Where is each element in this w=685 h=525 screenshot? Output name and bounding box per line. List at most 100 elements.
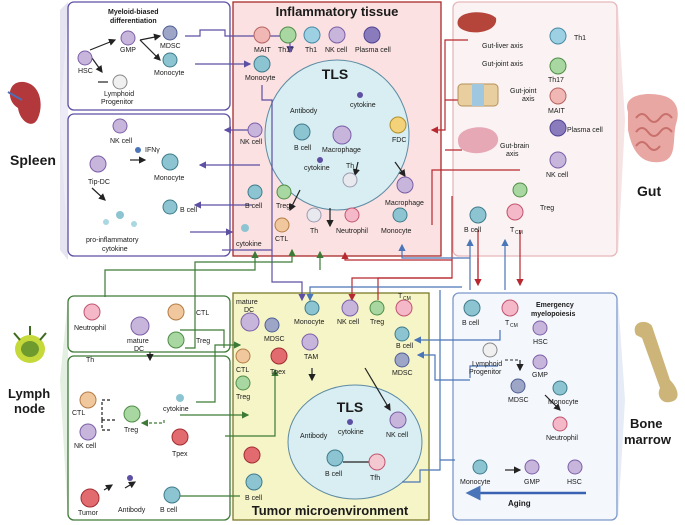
labels: HSC GMP MDSC Monocyte Lymphoid Progenito… [72,35,603,517]
label-tcm-gut-sub: CM [515,230,523,236]
tcm-cell-bm [501,299,519,317]
label-mdsc-tumor-2: MDSC [392,370,413,377]
monocyte-bm-2 [472,459,488,475]
label-mdsc: MDSC [160,43,181,50]
myeloid-title-1: Myeloid-biased [108,9,159,16]
label-gmp-bm: GMP [532,372,548,379]
label-antibody-tls: Antibody [300,433,328,440]
label-cytokine-1: cytokine [350,102,376,109]
b-cell-tls-1 [293,123,311,141]
label-antibody-1: Antibody [290,108,318,115]
label-gut-brain-2: axis [506,151,519,158]
label-th-tls: Th [346,163,354,170]
tls-title-1: TLS [322,66,348,82]
plasma-cell-1 [363,26,381,44]
ctl-cell-ln-2 [79,391,97,409]
tip-dc-cell [89,155,107,173]
th17-cell-1 [279,26,297,44]
tumor-title: Tumor microenvironment [252,503,409,518]
th-cell-2 [306,207,322,223]
plasma-cell-gut [549,119,567,137]
label-hsc: HSC [78,68,93,75]
th1-cell-1 [303,26,321,44]
label-proinf-1: pro-inflammatory [86,237,139,244]
label-nk-tumor: NK cell [337,319,360,326]
mature-dc-ln [130,316,150,336]
label-plasma-gut: Plasma cell [567,127,603,134]
gut-label: Gut [637,183,661,199]
monocyte-tumor [304,300,320,316]
label-th-ln: Th [86,357,94,364]
label-mature-dc-ln-2: DC [134,346,144,353]
tam-tumor [301,333,319,351]
hsc-bm-2 [567,459,583,475]
hsc-bm [532,320,548,336]
macrophage-cell-1 [332,125,352,145]
label-tfh: Tfh [370,475,380,482]
mait-cell-gut [549,87,567,105]
label-macrophage-1: Macrophage [322,147,361,154]
label-th1: Th1 [305,47,317,54]
label-b-cell-ln: B cell [160,507,178,514]
label-nk-inflam: NK cell [325,47,348,54]
bone-icon [634,321,678,403]
myeloid-title-2: differentiation [110,18,157,25]
label-gut-joint2-2: axis [522,96,535,103]
label-neutrophil-ln: Neutrophil [74,325,106,332]
treg-tumor-2 [369,300,385,316]
emergency-title-1: Emergency [536,302,574,309]
lymph-node-icon [13,326,47,363]
label-b-cell-tls-1: B cell [294,145,312,152]
label-b-cell-bm: B cell [462,320,480,327]
nk-cell-tls [389,411,407,429]
label-nk-spleen: NK cell [110,138,133,145]
label-cytokine-3: cytokine [236,241,262,248]
label-monocyte-4: Monocyte [381,228,411,235]
neutrophil-bm [552,416,568,432]
cells [77,25,583,508]
label-ctl-1: CTL [275,236,288,243]
label-lymphoid-bm-1: Lymphoid [472,361,502,368]
nk-cell-tumor [341,299,359,317]
label-aging: Aging [508,499,531,508]
lymph-node-label-1: Lymph [8,386,50,401]
spleen-icon [7,81,41,124]
gut-icon [627,93,678,163]
label-monocyte-2: Monocyte [154,175,184,182]
label-macrophage-2: Macrophage [385,200,424,207]
mdsc-tumor-2 [394,352,410,368]
mature-dc-tumor [240,312,260,332]
mdsc-bm [510,378,526,394]
neutrophil-cell-ln [83,303,101,321]
label-cytokine-tls: cytokine [338,429,364,436]
tumor-cell [80,488,100,508]
emergency-title-2: myelopoiesis [531,311,575,318]
treg-cell-gut [512,182,528,198]
label-b-cell-gut: B cell [464,227,482,234]
antibody-dot [127,475,133,481]
b-cell-tls-2 [326,449,344,467]
label-gut-liver: Gut-liver axis [482,43,523,50]
label-gut-joint: Gut-joint axis [482,61,523,68]
label-monocyte-1: Monocyte [154,70,184,77]
label-gut-brain-1: Gut-brain [500,143,529,150]
label-th17-gut: Th17 [548,77,564,84]
label-tumor: Tumor [78,510,99,517]
label-proinf-2: cytokine [102,246,128,253]
label-b-cell-tumor-2: B cell [245,495,263,502]
treg-tumor [235,375,251,391]
mdsc-tumor [264,317,280,333]
label-cytokine-ln: cytokine [163,406,189,413]
lymphoid-progenitor-bm [482,342,498,358]
label-mature-dc-t-2: DC [244,307,254,314]
monocyte-cell-1 [162,52,178,68]
hsc-cell [77,50,93,66]
th1-cell-gut [549,27,567,45]
cytokine-dots-tls [347,419,353,425]
label-nk-gut: NK cell [546,172,569,179]
fdc-cell [389,116,407,134]
label-treg-1: Treg [276,203,290,210]
label-plasma: Plasma cell [355,47,391,54]
inflammatory-title: Inflammatory tissue [276,4,399,19]
